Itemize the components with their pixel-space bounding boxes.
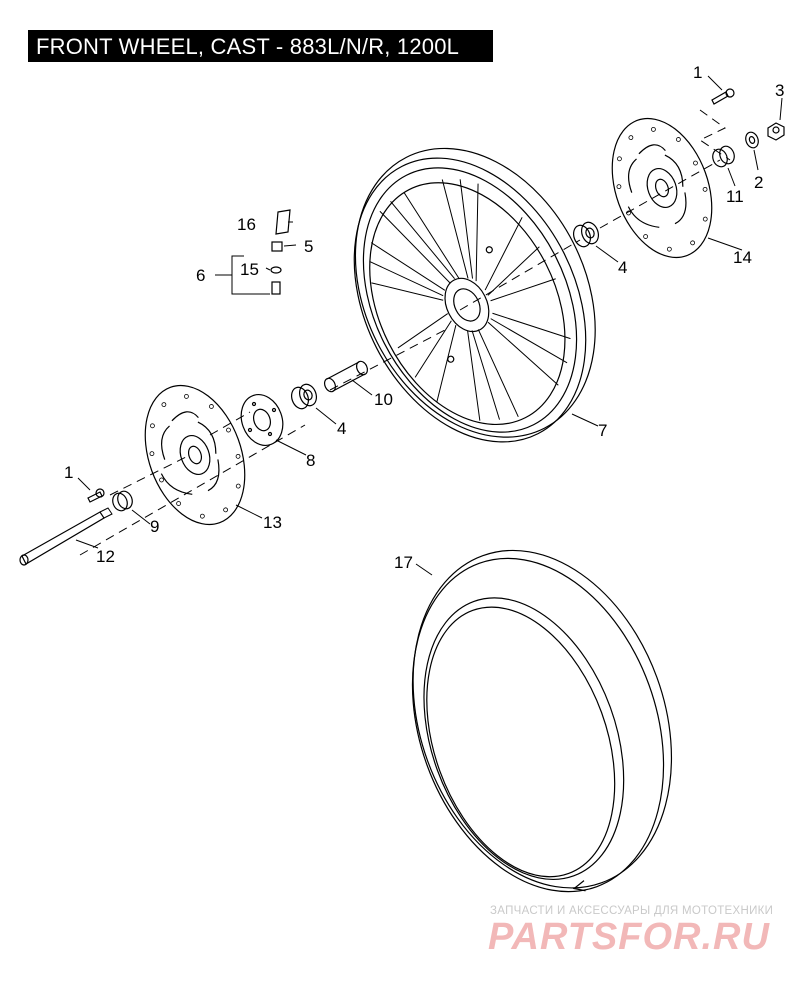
spacer-plate — [240, 394, 284, 446]
callout-1-top: 1 — [693, 63, 702, 82]
callout-9: 9 — [150, 517, 159, 536]
axle — [19, 507, 113, 566]
callout-labels: 1 3 2 11 14 4 16 5 15 6 10 4 7 8 1 13 9 … — [64, 63, 784, 572]
watermark-tagline: ЗАПЧАСТИ И АКСЕССУАРЫ ДЛЯ МОТОТЕХНИКИ — [490, 905, 774, 917]
callout-4-right: 4 — [618, 258, 627, 277]
callout-5: 5 — [304, 237, 313, 256]
spacer-left — [112, 490, 133, 512]
callout-6: 6 — [196, 266, 205, 285]
callout-15: 15 — [240, 260, 259, 279]
washer — [745, 131, 759, 149]
valve-stem — [271, 281, 281, 295]
callout-2: 2 — [754, 173, 763, 192]
callout-14: 14 — [733, 248, 752, 267]
title-bar: FRONT WHEEL, CAST - 883L/N/R, 1200L — [28, 30, 493, 62]
watermark-logo: PARTSFOR.RU — [488, 916, 770, 958]
callout-10: 10 — [374, 390, 393, 409]
spacer-sleeve — [323, 360, 369, 393]
bolt-top — [711, 88, 735, 105]
callout-3: 3 — [775, 81, 784, 100]
valve-label-tag — [275, 209, 291, 235]
callout-16: 16 — [237, 215, 256, 234]
valve-nut — [270, 266, 282, 274]
axis-dashed-lines — [79, 109, 731, 556]
callout-12: 12 — [96, 547, 115, 566]
callout-17: 17 — [394, 553, 413, 572]
axle-nut — [767, 122, 785, 141]
callout-13: 13 — [263, 513, 282, 532]
bearing-left — [290, 383, 318, 410]
callout-8: 8 — [306, 451, 315, 470]
bearing-right — [572, 221, 600, 248]
bolt-bottom — [87, 488, 105, 503]
callout-7: 7 — [598, 421, 607, 440]
callout-1-bottom: 1 — [64, 463, 73, 482]
leader-lines — [75, 75, 783, 576]
page-title: FRONT WHEEL, CAST - 883L/N/R, 1200L — [36, 34, 460, 59]
brake-disc-left — [144, 384, 246, 526]
brake-disc-right — [611, 117, 713, 259]
callout-4-left: 4 — [337, 419, 346, 438]
valve-cap — [271, 241, 283, 252]
callout-11: 11 — [726, 187, 744, 206]
spacer-right — [712, 145, 735, 168]
tire — [411, 549, 673, 893]
cast-wheel — [353, 147, 596, 443]
